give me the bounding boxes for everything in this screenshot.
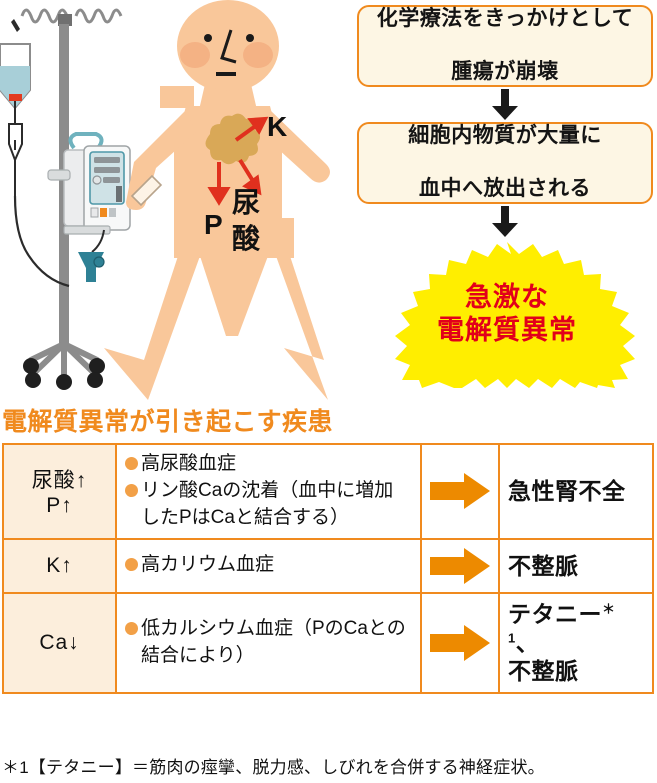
- condition-text: リン酸Caの沈着（血中に増加したPはCaと結合する）: [141, 479, 394, 528]
- result-line-1: 急性腎不全: [508, 478, 626, 505]
- condition-item: 高尿酸血症: [125, 451, 412, 478]
- arrow-cell: [420, 591, 500, 695]
- ion-line-1: 尿酸↑: [31, 469, 88, 493]
- infusion-pump-icon: [47, 132, 131, 282]
- condition-cell: 低カルシウム血症（PのCaとの結合により）: [115, 591, 422, 695]
- flow-box-2-line-1: 細胞内物質が大量に: [408, 123, 602, 147]
- condition-cell: 高カリウム血症: [115, 537, 422, 594]
- disease-table: 尿酸↑ P↑ 高尿酸血症 リン酸Caの沈着（血中に増加したPはCaと結合する）: [2, 443, 654, 695]
- table-row: Ca↓ 低カルシウム血症（PのCaとの結合により） テタニー＊1、 不整脈: [2, 591, 654, 695]
- page-title: 電解質異常が引き起こす疾患: [2, 408, 334, 436]
- patient-illustration: K P 尿 酸: [0, 0, 350, 400]
- ion-cell: K↑: [2, 537, 117, 594]
- ion-line-1: K↑: [46, 553, 73, 577]
- bullet-icon: [125, 483, 138, 497]
- flow-box-1-line-2: 腫瘍が崩壊: [451, 60, 559, 84]
- tumor-icon: [205, 113, 261, 165]
- flow-box-trigger: 化学療法をきっかけとして 腫瘍が崩壊: [357, 5, 653, 87]
- result-line-1-suffix: 、: [515, 629, 540, 656]
- label-uric-acid-1: 尿: [232, 187, 260, 218]
- result-line-1: テタニー: [508, 600, 602, 627]
- label-uric-acid-2: 酸: [232, 223, 261, 254]
- starburst-shape: [395, 242, 635, 388]
- condition-text: 低カルシウム血症（PのCaとの結合により）: [141, 618, 406, 667]
- condition-item: 低カルシウム血症（PのCaとの結合により）: [125, 616, 412, 670]
- label-k: K: [267, 111, 287, 142]
- label-p: P: [204, 209, 223, 240]
- result-cell: テタニー＊1、 不整脈: [498, 591, 654, 695]
- table-row: K↑ 高カリウム血症 不整脈: [2, 537, 654, 594]
- bullet-icon: [125, 457, 138, 470]
- ion-line-2: P↑: [46, 494, 73, 518]
- flow-box-2-line-2: 血中へ放出される: [419, 177, 591, 201]
- starburst-line-1: 急激な: [465, 282, 549, 313]
- condition-item: リン酸Caの沈着（血中に増加したPはCaと結合する）: [125, 478, 412, 532]
- condition-cell: 高尿酸血症 リン酸Caの沈着（血中に増加したPはCaと結合する）: [115, 443, 422, 540]
- result-line-2: 不整脈: [508, 658, 579, 685]
- flow-down-arrow-2: [492, 206, 518, 237]
- result-line-1-wrap: テタニー＊1、: [508, 600, 644, 658]
- flow-box-release: 細胞内物質が大量に 血中へ放出される: [357, 122, 653, 204]
- ion-line-1: Ca↓: [39, 631, 80, 655]
- starburst-line-2: 電解質異常: [437, 315, 577, 345]
- iv-bag-icon: [0, 19, 70, 288]
- table-row: 尿酸↑ P↑ 高尿酸血症 リン酸Caの沈着（血中に増加したPはCaと結合する）: [2, 443, 654, 540]
- right-arrow-icon: [430, 473, 490, 510]
- condition-text: 高カリウム血症: [141, 554, 275, 576]
- arrow-cell: [420, 443, 500, 540]
- arrow-cell: [420, 537, 500, 594]
- wristband-icon: [130, 174, 163, 207]
- result-cell: 不整脈: [498, 537, 654, 594]
- condition-text: 高尿酸血症: [141, 453, 237, 474]
- flow-box-1-line-1: 化学療法をきっかけとして: [376, 6, 634, 30]
- footnote-marker: ＊1: [508, 601, 616, 645]
- starburst-callout: 急激な 電解質異常: [364, 240, 650, 388]
- condition-item: 高カリウム血症: [125, 552, 412, 579]
- result-cell: 急性腎不全: [498, 443, 654, 540]
- bullet-icon: [125, 558, 138, 572]
- footnote-text: ＊1【テタニー】＝筋肉の痙攣、脱力感、しびれを合併する神経症状。: [2, 758, 545, 777]
- ion-cell: 尿酸↑ P↑: [2, 443, 117, 540]
- bullet-icon: [125, 622, 138, 636]
- right-arrow-icon: [430, 625, 490, 662]
- ion-cell: Ca↓: [2, 591, 117, 695]
- right-arrow-icon: [430, 547, 490, 584]
- release-arrows: [207, 116, 269, 206]
- flow-down-arrow-1: [492, 89, 518, 120]
- result-line-1: 不整脈: [508, 552, 579, 579]
